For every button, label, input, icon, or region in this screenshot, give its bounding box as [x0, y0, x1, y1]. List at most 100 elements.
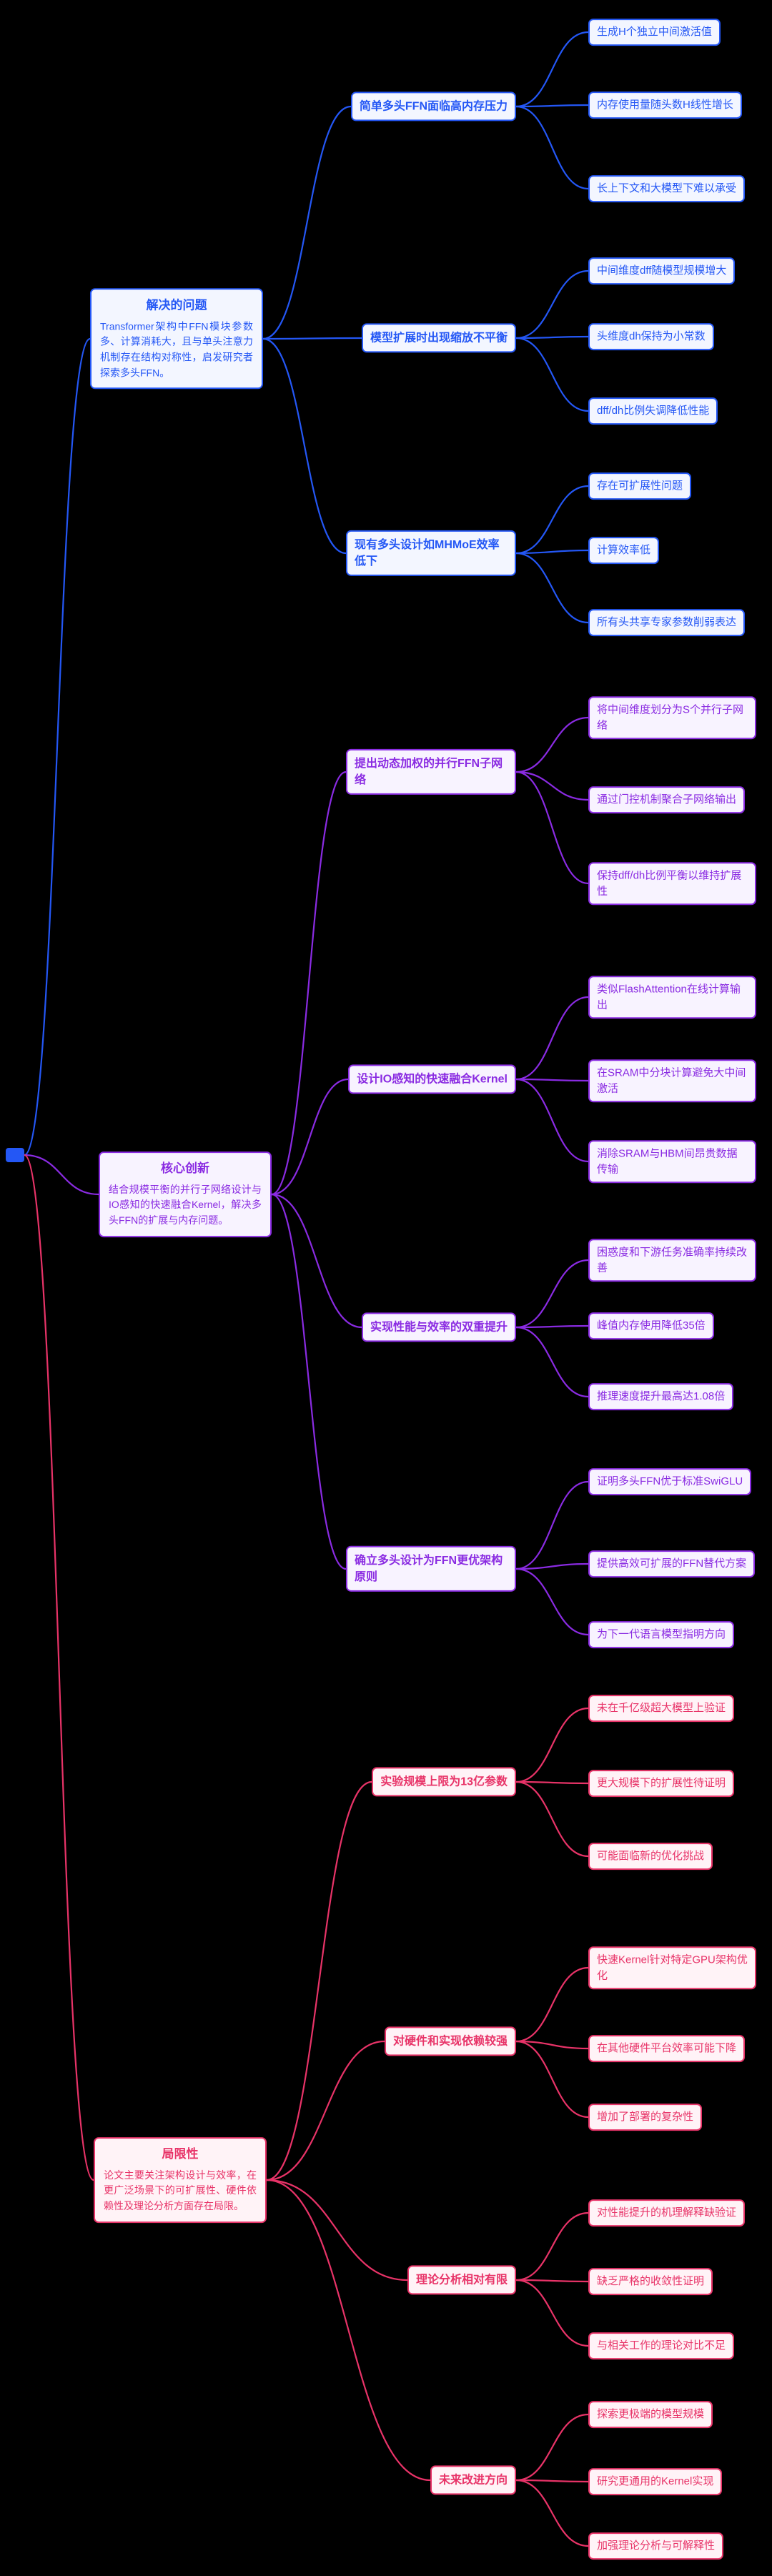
detail-node[interactable]: 消除SRAM与HBM间昂贵数据传输: [588, 1140, 756, 1183]
connector-line: [515, 2279, 590, 2283]
connector-line: [270, 1078, 350, 1196]
connector-line: [515, 2040, 590, 2050]
subtopic-node[interactable]: 确立多头设计为FFN更优架构原则: [346, 1545, 516, 1592]
detail-node[interactable]: 将中间维度划分为S个并行子网络: [588, 696, 756, 739]
detail-node[interactable]: 在SRAM中分块计算避免大中间激活: [588, 1059, 756, 1102]
connector-line: [515, 1324, 590, 1329]
connector-line: [515, 1562, 590, 1570]
connector-line: [515, 2279, 590, 2347]
connector-line: [23, 1154, 100, 1196]
connector-line: [270, 1193, 347, 1570]
connector-line: [262, 105, 352, 340]
detail-node[interactable]: 存在可扩展性问题: [588, 472, 692, 500]
connector-line: [262, 337, 347, 555]
branch-node-limitations[interactable]: 局限性 论文主要关注架构设计与效率，在更广泛场景下的可扩展性、硬件依赖性及理论分…: [94, 2137, 267, 2223]
branch-description: 论文主要关注架构设计与效率，在更广泛场景下的可扩展性、硬件依赖性及理论分析方面存…: [104, 2169, 257, 2212]
detail-node[interactable]: 困惑度和下游任务准确率持续改善: [588, 1239, 756, 1282]
connector-line: [515, 337, 590, 412]
branch-node-innovations[interactable]: 核心创新 结合规模平衡的并行子网络设计与IO感知的快速融合Kernel，解决多头…: [99, 1151, 272, 1237]
detail-node[interactable]: 保持dff/dh比例平衡以维持扩展性: [588, 862, 756, 905]
branch-title: 局限性: [162, 2147, 199, 2161]
connector-line: [265, 1780, 373, 2181]
connector-line: [265, 2179, 409, 2282]
detail-node[interactable]: 对性能提升的机理解释缺验证: [588, 2199, 746, 2226]
subtopic-node[interactable]: 实现性能与效率的双重提升: [361, 1312, 516, 1342]
detail-node[interactable]: 计算效率低: [588, 537, 660, 564]
connector-line: [515, 771, 590, 885]
connector-line: [515, 716, 590, 773]
detail-node[interactable]: 生成H个独立中间激活值: [588, 19, 721, 46]
connector-line: [515, 2479, 590, 2483]
connector-line: [515, 269, 590, 340]
connector-line: [270, 1193, 363, 1329]
detail-node[interactable]: 证明多头FFN优于标准SwiGLU: [588, 1468, 752, 1495]
branch-title: 核心创新: [161, 1161, 209, 1176]
connector-line: [515, 552, 590, 624]
connector-line: [515, 104, 590, 108]
connector-line: [515, 1780, 590, 1785]
detail-node[interactable]: 内存使用量随头数H线性增长: [588, 91, 742, 119]
detail-node[interactable]: 与相关工作的理论对比不足: [588, 2332, 735, 2359]
connector-line: [515, 996, 590, 1081]
subtopic-node[interactable]: 模型扩展时出现缩放不平衡: [361, 323, 516, 353]
detail-node[interactable]: 增加了部署的复杂性: [588, 2104, 703, 2131]
detail-node[interactable]: 所有头共享专家参数削弱表达: [588, 609, 746, 636]
detail-node[interactable]: 快速Kernel针对特定GPU架构优化: [588, 1946, 756, 1989]
subtopic-node[interactable]: 未来改进方向: [430, 2465, 516, 2495]
branch-title: 解决的问题: [146, 298, 207, 312]
detail-node[interactable]: 长上下文和大模型下难以承受: [588, 175, 746, 202]
connector-line: [515, 2413, 590, 2482]
connector-line: [23, 337, 91, 1156]
connector-line: [23, 1154, 95, 2181]
detail-node[interactable]: 中间维度dff随模型规模增大: [588, 257, 736, 284]
subtopic-node[interactable]: 对硬件和实现依赖较强: [384, 2026, 516, 2056]
root-node[interactable]: [6, 1148, 24, 1162]
connector-line: [515, 335, 590, 340]
detail-node[interactable]: 加强理论分析与可解释性: [588, 2532, 724, 2560]
connector-line: [265, 2040, 386, 2181]
connector-line: [515, 771, 590, 801]
detail-node[interactable]: 缺乏严格的收敛性证明: [588, 2268, 713, 2295]
connector-line: [515, 485, 590, 555]
connector-line: [515, 1966, 590, 2043]
detail-node[interactable]: 头维度dh保持为小常数: [588, 323, 714, 350]
branch-node-problems[interactable]: 解决的问题 Transformer架构中FFN模块参数多、计算消耗大，且与单头注…: [90, 288, 263, 390]
subtopic-node[interactable]: 实验规模上限为13亿参数: [372, 1767, 516, 1797]
connector-line: [265, 2179, 432, 2482]
subtopic-node[interactable]: 简单多头FFN面临高内存压力: [350, 91, 516, 122]
subtopic-node[interactable]: 提出动态加权的并行FFN子网络: [346, 748, 516, 796]
connector-line: [515, 1078, 590, 1082]
detail-node[interactable]: 为下一代语言模型指明方向: [588, 1621, 735, 1648]
connector-line: [515, 549, 590, 555]
connector-line: [515, 2479, 590, 2547]
detail-node[interactable]: 类似FlashAttention在线计算输出: [588, 976, 756, 1019]
detail-node[interactable]: 未在千亿级超大模型上验证: [588, 1695, 735, 1722]
connector-line: [515, 31, 590, 108]
connector-line: [262, 337, 363, 340]
subtopic-node[interactable]: 理论分析相对有限: [407, 2265, 516, 2295]
detail-node[interactable]: 研究更通用的Kernel实现: [588, 2468, 723, 2495]
connector-line: [515, 1326, 590, 1398]
connector-line: [270, 771, 347, 1196]
connector-line: [515, 1078, 590, 1163]
connector-line: [515, 105, 590, 190]
subtopic-node[interactable]: 现有多头设计如MHMoE效率低下: [346, 530, 516, 577]
detail-node[interactable]: 更大规模下的扩展性待证明: [588, 1770, 735, 1797]
connector-line: [515, 2211, 590, 2282]
detail-node[interactable]: 推理速度提升最高达1.08倍: [588, 1383, 734, 1410]
detail-node[interactable]: 峰值内存使用降低35倍: [588, 1312, 714, 1339]
connector-line: [515, 1259, 590, 1329]
connector-line: [515, 1707, 590, 1783]
detail-node[interactable]: 可能面临新的优化挑战: [588, 1843, 713, 1870]
subtopic-node[interactable]: 设计IO感知的快速融合Kernel: [348, 1064, 516, 1094]
connector-line: [515, 1780, 590, 1858]
detail-node[interactable]: dff/dh比例失调降低性能: [588, 397, 718, 425]
detail-node[interactable]: 通过门控机制聚合子网络输出: [588, 786, 746, 813]
detail-node[interactable]: 在其他硬件平台效率可能下降: [588, 2035, 746, 2062]
connector-line: [515, 1480, 590, 1570]
detail-node[interactable]: 探索更极端的模型规模: [588, 2401, 713, 2428]
branch-description: Transformer架构中FFN模块参数多、计算消耗大，且与单头注意力机制存在…: [100, 319, 253, 379]
detail-node[interactable]: 提供高效可扩展的FFN替代方案: [588, 1550, 756, 1577]
